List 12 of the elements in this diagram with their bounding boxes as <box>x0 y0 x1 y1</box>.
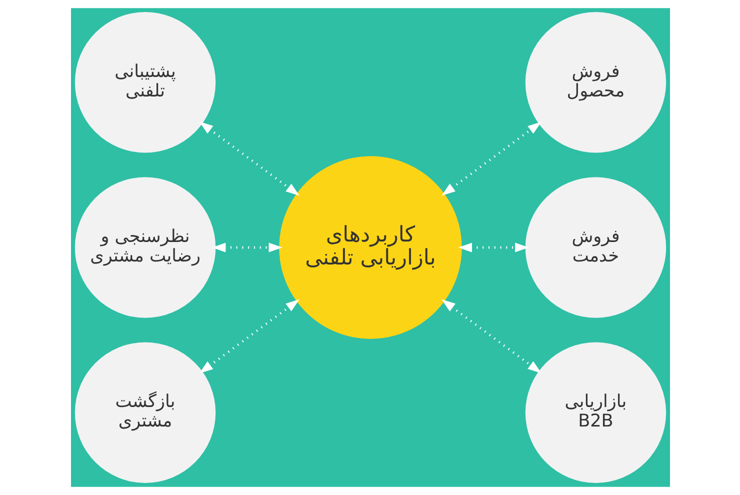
arrow <box>441 122 541 196</box>
arrow <box>198 122 300 196</box>
arrow <box>458 242 528 252</box>
node-circle: بازگشت مشتری <box>74 342 216 483</box>
node-circle: فروش خدمت <box>524 177 666 318</box>
node-circle: نظرسنجی و رضایت مشتری <box>74 177 216 318</box>
node-circle: فروش محصول <box>524 12 666 153</box>
node-circle: پشتیبانی تلفنی <box>74 12 216 153</box>
arrow <box>198 299 300 374</box>
node-circle: کاربردهای بازاریابی تلفنی <box>278 156 462 339</box>
arrow <box>211 242 282 252</box>
arrow <box>441 299 541 374</box>
